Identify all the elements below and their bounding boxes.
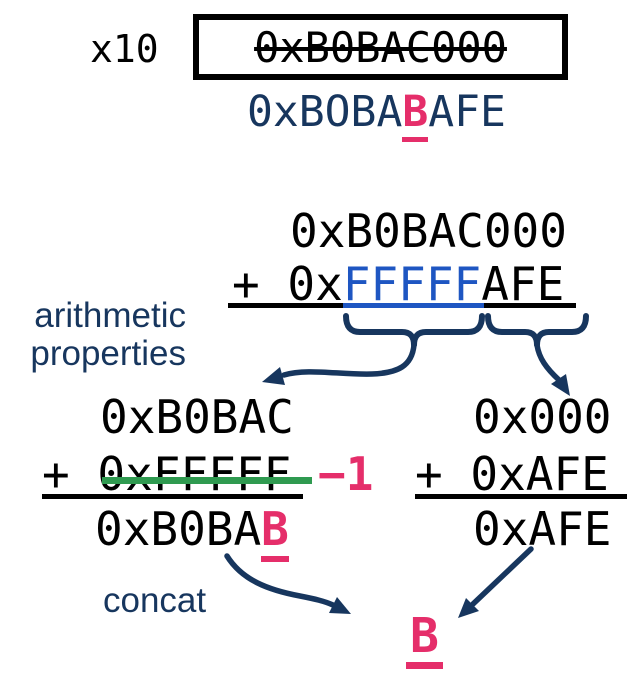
right-sum-result: 0xAFE — [473, 502, 612, 556]
register-old-value-strikethrough: 0xB0BAC000 — [254, 22, 507, 72]
arithmetic-label-line2: properties — [30, 334, 186, 373]
final-concat-digit: B — [406, 612, 443, 669]
underbrace-left-icon — [343, 313, 485, 348]
new-value-suffix: AFE — [428, 87, 506, 137]
concat-label: concat — [103, 581, 207, 620]
register-box: 0xB0BAC000 — [193, 14, 568, 80]
arrow-to-right-sum-icon — [534, 342, 562, 383]
right-result-arrow-icon — [470, 546, 534, 607]
main-sum-operand2-blue-digits: FFFFF — [342, 257, 482, 311]
register-name: x10 — [90, 27, 159, 71]
new-value-prefix: 0xBOBA — [247, 87, 403, 137]
register-new-value: 0xBOBABAFE — [247, 87, 506, 142]
main-sum-operand2-prefix: + 0x — [232, 257, 343, 311]
left-sum-line — [42, 494, 303, 499]
left-sum-result: 0xB0BAB — [95, 502, 289, 562]
arithmetic-label-line1: arithmetic — [34, 296, 186, 335]
main-sum-line-blue — [343, 303, 484, 308]
right-sum-line — [415, 494, 627, 499]
right-sum-operand2: + 0xAFE — [415, 447, 609, 501]
minus-one-annotation: −1 — [318, 447, 374, 501]
main-sum-operand2: + 0xFFFFFAFE — [232, 261, 564, 307]
concat-arrow-head-icon — [329, 597, 351, 614]
new-value-highlight-digit: B — [402, 87, 429, 142]
right-sum-operand1: 0x000 — [473, 390, 612, 444]
underbrace-right-icon — [485, 313, 589, 348]
concat-arrow-icon — [224, 553, 336, 608]
main-sum-line-left — [228, 303, 343, 308]
main-sum-line-right — [484, 303, 576, 308]
left-sum-operand2: + 0xFFFFF — [42, 447, 292, 501]
arrow-to-left-sum-head-icon — [262, 367, 285, 385]
left-sum-operand1: 0xB0BAC — [100, 390, 294, 444]
main-sum-operand2-suffix: AFE — [481, 257, 565, 311]
right-result-arrow-head-icon — [458, 598, 479, 618]
left-result-highlight-digit: B — [261, 502, 289, 562]
green-strikethrough-line — [102, 477, 312, 484]
arrow-to-left-sum-icon — [281, 342, 417, 378]
main-sum-operand1: 0xB0BAC000 — [290, 204, 567, 258]
left-result-prefix: 0xB0BA — [95, 502, 262, 556]
